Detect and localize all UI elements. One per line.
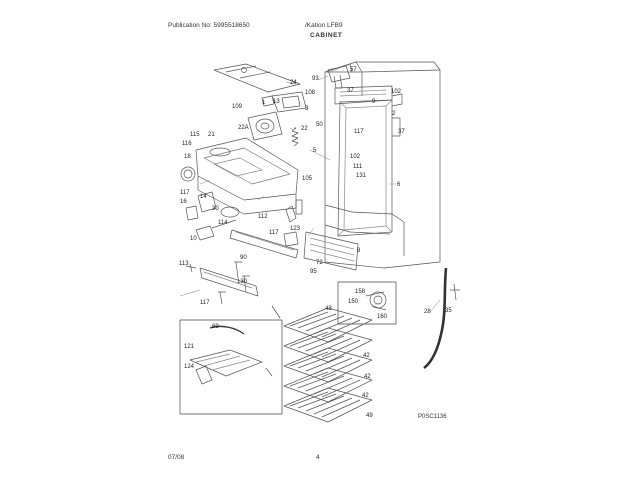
callout-18: 18: [184, 154, 191, 160]
footer-date: 07/08: [168, 454, 185, 461]
callout-117: 117: [269, 230, 279, 236]
bracket-105: [295, 199, 303, 215]
callout-72: 72: [316, 260, 323, 266]
publication-number: Publication No: 5995518650: [168, 22, 250, 29]
spring-part: [291, 127, 299, 147]
callout-43: 43: [325, 306, 332, 312]
support-rail: [229, 229, 299, 259]
callout-35: 35: [445, 308, 452, 314]
callout-117: 117: [180, 190, 190, 196]
callout-109: 109: [232, 104, 243, 110]
callout-labels: 57 24 93 37 108 102 9 1 13 109 3 2 37 22…: [179, 67, 452, 419]
callout-3: 3: [305, 106, 309, 112]
callout-102: 102: [391, 89, 402, 95]
control-housing: [261, 91, 307, 113]
callout-117: 117: [354, 129, 364, 135]
callout-124: 124: [184, 364, 195, 370]
callout-10: 10: [190, 236, 197, 242]
callout-24: 24: [290, 80, 297, 86]
callout-8: 8: [357, 248, 361, 254]
defrost-heater: [195, 219, 237, 241]
callout-21: 21: [208, 132, 215, 138]
bracket-112: [285, 205, 297, 223]
callout-6: 6: [397, 182, 401, 188]
callout-111: 111: [353, 164, 363, 170]
callout-121: 121: [184, 344, 195, 350]
callout-102: 102: [350, 154, 361, 160]
callout-30: 30: [212, 206, 219, 212]
fan-motor: [247, 111, 283, 141]
callout-28: 28: [424, 309, 431, 315]
model-number: /Kation LFB9: [305, 22, 343, 29]
callout-116: 116: [182, 141, 192, 147]
callout-50: 50: [316, 122, 323, 128]
front-grille: [303, 231, 359, 271]
callout-150: 150: [348, 299, 359, 305]
callout-9: 9: [372, 99, 376, 105]
section-title: CABINET: [310, 32, 343, 39]
callout-90: 90: [240, 255, 247, 261]
callout-22: 22: [301, 126, 308, 132]
callout-108: 108: [305, 90, 316, 96]
bottom-bracket: [199, 267, 259, 297]
callout-123: 123: [290, 226, 301, 232]
figure-code: P0SC1136: [418, 414, 447, 420]
grommet: [180, 166, 196, 182]
callout-112: 112: [258, 214, 268, 220]
callout-130: 130: [237, 279, 248, 285]
callout-1: 1: [262, 100, 266, 106]
callout-69: 69: [212, 324, 219, 330]
callout-117: 117: [200, 300, 210, 306]
callout-16: 16: [180, 199, 187, 205]
screws: [185, 261, 250, 305]
callout-37: 37: [398, 129, 405, 135]
callout-105: 105: [302, 176, 313, 182]
lower-detail-inset: [179, 305, 283, 415]
callout-93: 93: [312, 76, 319, 82]
page-number: 4: [316, 454, 320, 461]
callout-2: 2: [392, 111, 396, 117]
callout-158: 158: [355, 289, 366, 295]
callout-37: 37: [347, 88, 354, 94]
callout-42: 42: [363, 353, 370, 359]
side-bracket: [185, 191, 217, 221]
cabinet-body: [324, 61, 441, 269]
callout-42: 42: [362, 393, 369, 399]
part-123: [283, 231, 299, 247]
evaporator-cover: [195, 137, 299, 215]
callout-160: 160: [377, 314, 388, 320]
screw-35: [450, 283, 460, 301]
callout-22a: 22A: [238, 125, 249, 131]
wire-shelves: [283, 307, 373, 423]
top-cover-panel: [213, 63, 301, 93]
callout-113: 113: [179, 261, 189, 267]
thermostat-knob: [220, 206, 240, 218]
callout-13: 13: [273, 99, 280, 105]
callout-14: 14: [200, 194, 207, 200]
callout-49: 49: [366, 413, 373, 419]
callout-5: 5: [313, 148, 317, 154]
drain-hose: [423, 267, 448, 370]
callout-131: 131: [356, 173, 367, 179]
callout-42: 42: [364, 374, 371, 380]
callout-114: 114: [218, 220, 228, 226]
callout-57: 57: [350, 67, 357, 73]
callout-115: 115: [190, 132, 200, 138]
top-hinge-assembly: [327, 63, 353, 89]
callout-95: 95: [310, 269, 317, 275]
detail-inset-box: [337, 281, 397, 325]
